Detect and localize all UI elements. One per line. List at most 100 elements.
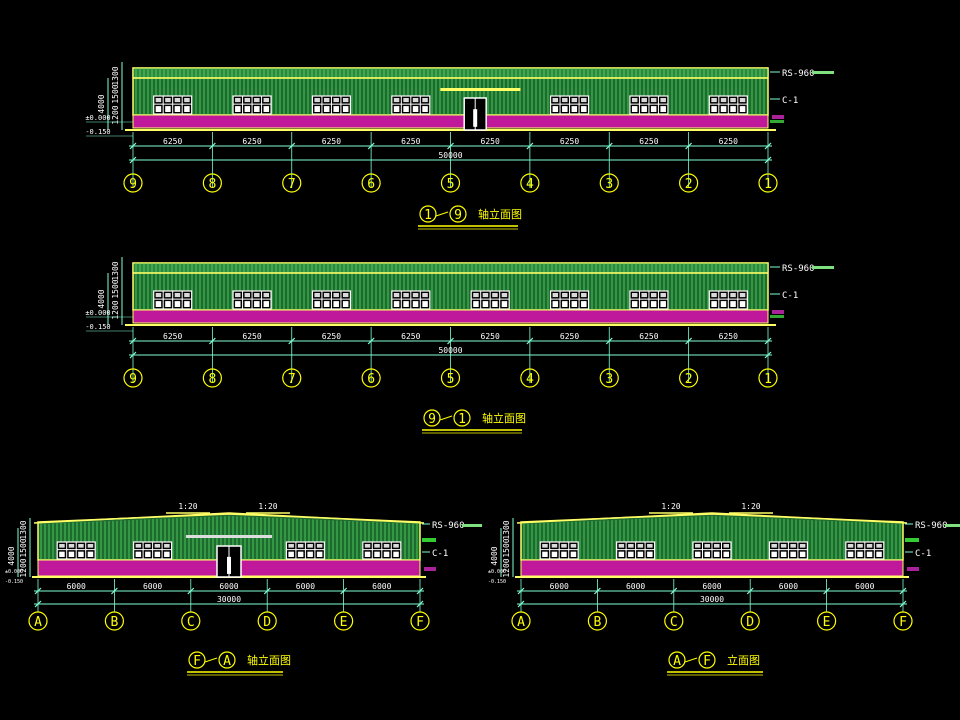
window-pane (403, 98, 409, 103)
window-pane (165, 293, 171, 298)
level-label: -0.150 (85, 323, 110, 331)
plinth-note (772, 115, 784, 119)
dim-tick (129, 351, 137, 359)
dim-tick (823, 587, 831, 595)
dim-tick (416, 587, 424, 595)
total-dim-label: 30000 (700, 595, 724, 604)
dim-tick (208, 142, 216, 150)
level-label: -0.150 (488, 579, 506, 585)
bay-dim-label: 6000 (372, 582, 391, 591)
title-tilde (204, 657, 218, 663)
dim-tick (517, 587, 525, 595)
window-pane (641, 106, 647, 112)
window-pane (316, 544, 323, 548)
window-pane (235, 293, 241, 298)
axis-label: D (263, 615, 271, 630)
window-pane (155, 98, 162, 103)
height-total-label: 4000 (97, 94, 106, 113)
window-pane (790, 551, 796, 557)
window-pane (876, 544, 882, 548)
axis-label: 9 (129, 372, 137, 387)
window-pane (165, 106, 171, 112)
window-pane (876, 551, 882, 557)
window-pane (641, 293, 647, 298)
window-pane (739, 301, 746, 307)
window-pane (562, 98, 568, 103)
window-pane (174, 98, 181, 103)
bay-dim-label: 6000 (67, 582, 86, 591)
window-pane (87, 551, 94, 557)
window-pane (235, 98, 241, 103)
axis-bubble (599, 368, 619, 388)
window-pane (552, 106, 559, 112)
window-pane (403, 106, 409, 112)
bay-dim-label: 6250 (639, 332, 658, 341)
title-axis-to-label: A (223, 654, 231, 669)
window-pane (393, 551, 399, 557)
bay-dim-label: 6250 (322, 332, 341, 341)
window-pane (393, 293, 400, 298)
window-pane (780, 544, 787, 548)
window-pane (720, 106, 727, 112)
window-pane (581, 98, 587, 103)
bay-dim-label: 6250 (401, 137, 420, 146)
window-pane (145, 544, 151, 548)
height-part-label: 1500 (111, 279, 120, 298)
window-pane (501, 301, 508, 307)
door-canopy (186, 535, 272, 538)
axis-bubble (123, 173, 143, 193)
height-total-label: 4000 (7, 546, 16, 565)
title-axis-to-bubble (218, 651, 236, 669)
dim-tick (605, 337, 613, 345)
dim-tick (593, 587, 601, 595)
axis-label: 7 (288, 177, 296, 192)
window-pane (660, 293, 666, 298)
bay-dim-label: 6250 (560, 137, 579, 146)
window-pane (739, 293, 746, 298)
window-pane (314, 98, 320, 103)
axis-bubble (440, 368, 461, 388)
height-total-label: 4000 (490, 546, 499, 565)
window-pane (254, 98, 260, 103)
window-pane (720, 98, 727, 103)
window-pane (650, 98, 657, 103)
bay-dim-label: 6250 (322, 137, 341, 146)
window-pane (165, 98, 171, 103)
dim-tick (526, 337, 534, 345)
window-pane (730, 98, 736, 103)
bay-dim-label: 6250 (639, 137, 658, 146)
window-pane (695, 551, 701, 557)
title-text: 轴立面图 (247, 653, 291, 667)
axis-bubble (679, 368, 699, 388)
axis-bubble (334, 611, 354, 631)
dim-tick (129, 156, 137, 164)
window-pane (155, 106, 162, 112)
roof-material-label: RS-960 (782, 69, 815, 79)
window-pane (393, 106, 400, 112)
height-part-label: 1300 (111, 261, 120, 280)
height-part-label: 1200 (111, 300, 120, 319)
window-pane (723, 551, 729, 557)
window-pane (164, 551, 170, 557)
window-pane (184, 301, 190, 307)
window-pane (323, 301, 330, 307)
window-pane (739, 106, 746, 112)
window-pane (412, 98, 419, 103)
height-part-label: 1300 (502, 520, 511, 539)
window-pane (78, 544, 84, 548)
window-pane (135, 551, 142, 557)
dim-tick (685, 142, 693, 150)
axis-bubble (28, 611, 48, 631)
window-pane (412, 293, 419, 298)
window-pane (314, 301, 320, 307)
axis-label: C (670, 615, 678, 630)
axis-label: 6 (367, 372, 375, 387)
window-pane (87, 544, 94, 548)
level-label: ±0.000 (488, 569, 506, 575)
window-pane (59, 544, 65, 548)
window-pane (542, 551, 548, 557)
